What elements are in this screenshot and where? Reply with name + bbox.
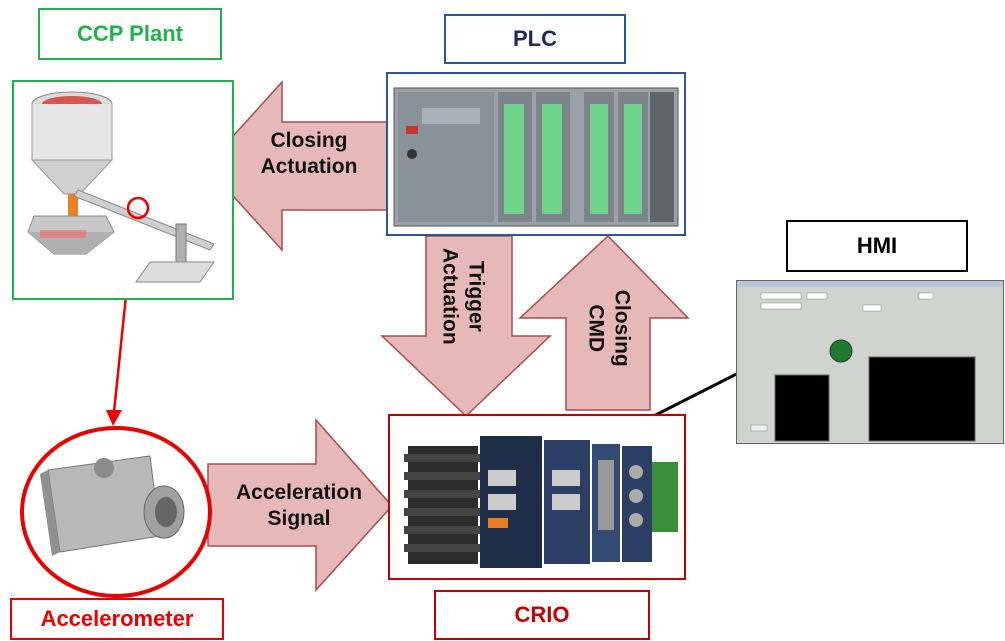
trigger-actuation-label: Trigger Actuation <box>436 238 489 354</box>
closing-cmd-line1: Closing <box>610 289 634 367</box>
plc-hardware-illustration <box>393 87 679 227</box>
acceleration-signal-line1: Acceleration <box>235 481 363 504</box>
trigger-actuation-line2: Actuation <box>438 247 461 345</box>
closing-cmd-label: Closing CMD <box>582 278 635 378</box>
accelerometer-label: Accelerometer <box>10 598 224 640</box>
trigger-actuation-line1: Trigger <box>464 260 488 332</box>
casting-plant-illustration <box>27 91 215 283</box>
crio-label: CRIO <box>434 590 650 640</box>
ccp-plant-label: CCP Plant <box>38 8 222 60</box>
trigger-actuation-arrow <box>380 235 552 418</box>
acceleration-signal-line2: Signal <box>267 507 331 531</box>
crio-hardware-illustration <box>404 436 678 568</box>
crio-label-text: CRIO <box>514 602 570 627</box>
plc-label: PLC <box>444 14 626 64</box>
closing-actuation-arrow <box>204 80 389 252</box>
ccp-plant-label-text: CCP Plant <box>77 21 183 46</box>
plc-frame <box>386 72 686 236</box>
accelerometer-label-text: Accelerometer <box>40 606 194 631</box>
sensor-link-arrowhead <box>106 410 122 426</box>
acceleration-signal-arrow <box>207 418 394 592</box>
hmi-label: HMI <box>786 220 968 272</box>
hmi-interface-illustration <box>737 281 1003 442</box>
acceleration-signal-label: Acceleration Signal <box>214 480 384 533</box>
hmi-screen <box>736 280 1004 444</box>
closing-actuation-line1: Closing <box>270 129 348 152</box>
hmi-label-text: HMI <box>856 233 898 258</box>
closing-cmd-arrow <box>518 234 690 411</box>
closing-cmd-line2: CMD <box>584 304 607 353</box>
closing-actuation-line2: Actuation <box>260 155 358 179</box>
ccp-plant-frame <box>12 80 234 300</box>
crio-frame <box>388 414 686 580</box>
plc-label-text: PLC <box>513 26 557 51</box>
closing-actuation-label: Closing Actuation <box>246 128 372 181</box>
